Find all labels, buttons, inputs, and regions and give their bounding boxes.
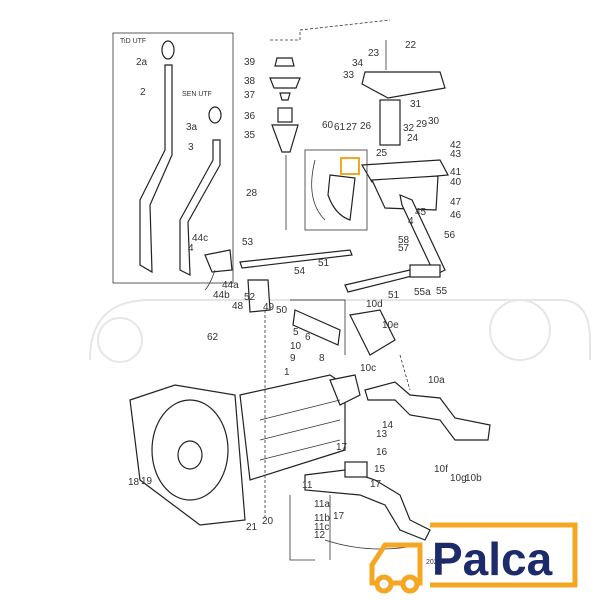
parking-lock-group — [290, 299, 411, 391]
highlight-box-59 — [340, 157, 360, 175]
callout: 54 — [294, 266, 306, 277]
callout: 10b — [465, 473, 482, 484]
callout: 10d — [366, 299, 383, 310]
callout: 6 — [305, 332, 311, 343]
callout: 33 — [343, 70, 355, 81]
truck-icon — [369, 542, 423, 586]
callout: 38 — [244, 76, 256, 87]
callout: 11 — [302, 480, 313, 491]
callout: 10g — [450, 473, 467, 484]
callout: 10a — [428, 375, 445, 386]
doc-reference: 20215 — [426, 559, 446, 566]
callout: 24 — [407, 133, 419, 144]
callout: 10e — [382, 320, 399, 331]
callout: 22 — [405, 40, 417, 51]
callout: 12 — [314, 530, 326, 541]
callout: 58 — [398, 235, 410, 246]
callout: 41 — [450, 167, 462, 178]
callout: 39 — [244, 57, 256, 68]
callout: 44b — [213, 290, 230, 301]
callout: 45 — [415, 207, 427, 218]
dipstick-box — [112, 32, 234, 291]
callout: 32 — [403, 123, 415, 134]
callout: 50 — [276, 305, 288, 316]
callout: 11a — [314, 499, 330, 510]
crossmembers — [289, 381, 491, 561]
logo-text: Palca — [432, 533, 553, 585]
callout: 28 — [246, 188, 258, 199]
callout: 13 — [376, 429, 388, 440]
callout: 49 — [263, 302, 275, 313]
watermark — [89, 299, 591, 363]
callout: 14 — [382, 420, 394, 431]
callout: 17 — [336, 442, 348, 453]
callout: 10 — [290, 341, 302, 352]
callout: 57 — [398, 243, 410, 254]
callout: 23 — [368, 48, 380, 59]
callout: 4 — [408, 216, 414, 227]
label-sen-utf: SEN UTF — [182, 91, 212, 98]
callout: 10f — [434, 464, 448, 475]
callout: 51 — [388, 290, 400, 301]
callout: 10c — [360, 363, 376, 374]
callout: 62 — [207, 332, 219, 343]
callout: 4 — [188, 243, 194, 254]
callout: 20 — [262, 516, 274, 527]
callout: 18 — [128, 477, 140, 488]
callout: 9 — [290, 353, 296, 364]
wiring-harness-inset — [304, 149, 368, 231]
transmission — [129, 310, 361, 526]
callout: 1 — [284, 367, 290, 378]
callout-labels: 2a 2 3a 3 44c 4 44a 44b 48 52 49 50 53 5… — [128, 40, 482, 541]
callout: 26 — [360, 121, 372, 132]
callout: 2a — [136, 57, 148, 68]
callout: 16 — [376, 447, 388, 458]
callout: 44c — [192, 233, 208, 244]
callout: 53 — [242, 237, 254, 248]
shifter-housing — [360, 40, 449, 276]
callout: 52 — [244, 292, 256, 303]
callout: 51 — [318, 258, 330, 269]
callout: 55 — [436, 286, 448, 297]
callout: 27 — [346, 122, 358, 133]
label-tid-utf: TiD UTF — [120, 38, 146, 45]
callout: 56 — [444, 230, 456, 241]
callout: 29 — [416, 119, 428, 130]
callout: 60 — [322, 120, 334, 131]
callout: 11b — [314, 513, 330, 524]
callout: 17 — [370, 479, 382, 490]
callout: 19 — [141, 476, 153, 487]
callout: 44a — [222, 280, 239, 291]
callout: 2 — [140, 87, 146, 98]
callout: 48 — [232, 301, 244, 312]
callout: 3a — [186, 122, 198, 133]
callout: 30 — [428, 116, 440, 127]
callout: 42 — [450, 140, 462, 151]
callout: 46 — [450, 210, 462, 221]
callout: 47 — [450, 197, 462, 208]
callout: 35 — [244, 130, 256, 141]
callout: 43 — [450, 149, 462, 160]
callout: 61 — [334, 122, 346, 133]
selector-lever-stack — [269, 19, 391, 230]
callout: 3 — [188, 142, 194, 153]
palca-logo: Palca — [369, 522, 578, 594]
callout: 25 — [376, 148, 388, 159]
callout: 17 — [333, 511, 345, 522]
callout: 40 — [450, 177, 462, 188]
callout: 31 — [410, 99, 422, 110]
callout: 11c — [314, 522, 329, 533]
callout: 8 — [319, 353, 325, 364]
callout: 37 — [244, 90, 256, 101]
callout: 34 — [352, 58, 364, 69]
callout: 36 — [244, 111, 256, 122]
callout: 5 — [293, 327, 299, 338]
callout: 55a — [414, 287, 431, 298]
linkage-rods — [239, 249, 441, 313]
callout: 15 — [374, 464, 386, 475]
callout: 21 — [246, 522, 258, 533]
